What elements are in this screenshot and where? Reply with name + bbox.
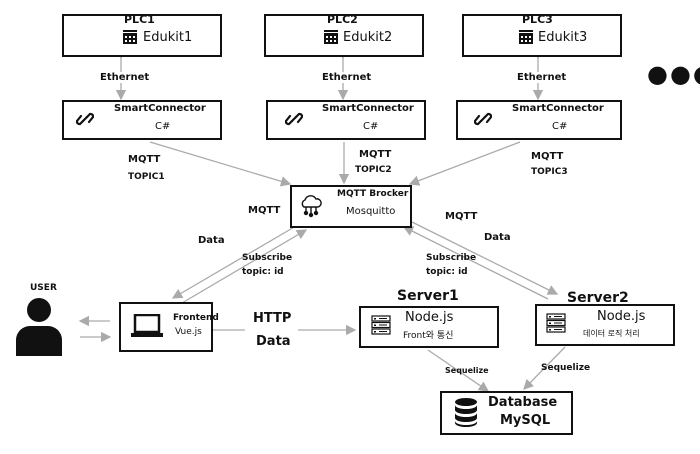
broker-title: MQTT Brocker	[337, 189, 409, 199]
ethernet-label-3: Ethernet	[517, 72, 567, 83]
frontend-tech: Vue.js	[175, 327, 202, 337]
server-icon	[546, 313, 566, 337]
laptop-icon	[131, 313, 163, 344]
left-data-label: Data	[198, 235, 225, 246]
mqtt-label-2: MQTT	[359, 149, 392, 160]
plc-label-3: PLC3	[522, 13, 553, 26]
smartconnector-label-3: SmartConnector	[512, 103, 604, 114]
database-title: Database	[488, 395, 558, 410]
link-icon	[75, 110, 95, 132]
database-icon	[454, 397, 478, 431]
plc-box-1	[62, 14, 222, 57]
frontend-title: Frontend	[173, 313, 219, 323]
user-icon	[14, 296, 64, 362]
lang-label-3: C#	[552, 121, 568, 132]
broker-name: Mosquitto	[346, 206, 396, 217]
http-label: HTTP	[253, 311, 292, 326]
mqtt-label-3: MQTT	[531, 151, 564, 162]
http-data-label: Data	[256, 334, 291, 349]
topic-label-1: TOPIC1	[128, 172, 165, 182]
sequelize-label-left: Sequelize	[445, 366, 489, 375]
right-topic-label: topic: id	[426, 267, 468, 277]
mqtt-broker-box	[290, 185, 412, 228]
topic-label-3: TOPIC3	[531, 167, 568, 177]
right-mqtt-label: MQTT	[445, 211, 478, 222]
server1-title: Server1	[397, 288, 459, 304]
server2-title: Server2	[567, 290, 629, 306]
factory-icon	[122, 30, 138, 49]
edukit-label-1: Edukit1	[143, 30, 193, 45]
ethernet-label-2: Ethernet	[322, 72, 372, 83]
edukit-label-3: Edukit3	[538, 30, 588, 45]
more-indicator: ●●●	[647, 60, 700, 88]
cloud-network-icon	[298, 192, 324, 222]
smartconnector-label-1: SmartConnector	[114, 103, 206, 114]
plc-label-1: PLC1	[124, 13, 155, 26]
smartconnector-box-1	[62, 100, 222, 140]
plc-box-3	[462, 14, 622, 57]
lang-label-2: C#	[363, 121, 379, 132]
database-engine: MySQL	[500, 413, 551, 428]
sequelize-label-right: Sequelize	[541, 363, 591, 373]
factory-icon	[323, 30, 339, 49]
left-topic-label: topic: id	[242, 267, 284, 277]
right-data-label: Data	[484, 232, 511, 243]
left-subscribe-label: Subscribe	[242, 253, 293, 263]
server-icon	[371, 315, 391, 339]
server2-desc: 데이터 로직 처리	[583, 329, 640, 338]
user-label: USER	[30, 283, 57, 293]
server1-tech: Node.js	[405, 310, 454, 325]
plc-box-2	[264, 14, 424, 57]
left-mqtt-label: MQTT	[248, 205, 281, 216]
server2-tech: Node.js	[597, 309, 646, 324]
ethernet-label-1: Ethernet	[100, 72, 150, 83]
factory-icon	[518, 30, 534, 49]
link-icon	[284, 110, 304, 132]
server1-desc: Front와 통신	[403, 331, 454, 341]
lang-label-1: C#	[155, 121, 171, 132]
topic-label-2: TOPIC2	[355, 165, 392, 175]
plc-label-2: PLC2	[327, 13, 358, 26]
right-subscribe-label: Subscribe	[426, 253, 477, 263]
edukit-label-2: Edukit2	[343, 30, 393, 45]
mqtt-label-1: MQTT	[128, 154, 161, 165]
link-icon	[473, 110, 493, 132]
smartconnector-label-2: SmartConnector	[322, 103, 414, 114]
smartconnector-box-3	[456, 100, 622, 140]
